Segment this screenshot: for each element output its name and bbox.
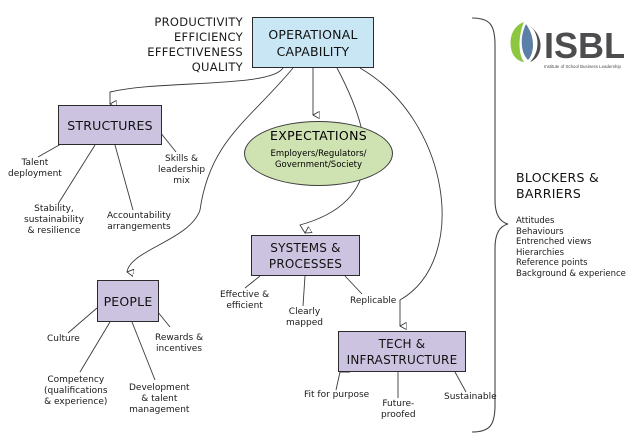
link-systems-effective — [244, 275, 261, 289]
blocker-item: Hierarchies — [516, 247, 565, 258]
stability-line2: sustainability — [24, 215, 84, 225]
expectations-line2: Government/Society — [274, 160, 363, 170]
competency-line2: (qualifications — [44, 386, 108, 396]
link-structures-stability — [57, 144, 96, 205]
driver-list: PRODUCTIVITY EFFICIENCY EFFECTIVENESS QU… — [147, 15, 243, 75]
item-clearly-mapped: Clearly mapped — [286, 307, 323, 329]
logo-tagline: Institute of School Business Leadership — [544, 64, 621, 69]
talent-line2: deployment — [8, 169, 62, 179]
people-label: PEOPLE — [103, 293, 153, 309]
effective-line1: Effective & — [220, 290, 270, 300]
fit-line1: Fit for purpose — [304, 390, 370, 400]
development-line1: Development — [129, 383, 190, 393]
driver-effectiveness: EFFECTIVENESS — [147, 45, 243, 59]
future-line2: proofed — [381, 410, 416, 420]
item-culture: Culture — [47, 334, 80, 345]
structures-label: STRUCTURES — [67, 117, 153, 133]
item-rewards: Rewards & incentives — [155, 333, 203, 355]
tech-line2: INFRASTRUCTURE — [346, 352, 458, 367]
replicable-line1: Replicable — [350, 296, 397, 306]
future-line1: Future- — [382, 399, 415, 409]
talent-line1: Talent — [21, 158, 49, 168]
operational-line2: CAPABILITY — [276, 43, 350, 59]
expectations-title: EXPECTATIONS — [270, 128, 367, 143]
systems-line1: SYSTEMS & — [270, 240, 341, 255]
blockers-list: Attitudes Behaviours Entrenched views Hi… — [516, 216, 626, 279]
blockers-title-line2: BARRIERS — [516, 186, 582, 201]
link-operational-people — [127, 67, 294, 272]
blocker-item: Attitudes — [516, 216, 555, 226]
item-skills-mix: Skills & leadership mix — [158, 154, 205, 187]
blocker-item: Background & experience — [516, 268, 626, 279]
development-line3: management — [129, 405, 190, 415]
driver-efficiency: EFFICIENCY — [173, 30, 243, 44]
link-tech-fit — [335, 371, 350, 391]
item-accountability: Accountability arrangements — [107, 211, 171, 233]
logo-emblem-dark — [530, 26, 541, 62]
isbl-logo: ISBL Institute of School Business Leader… — [510, 22, 624, 69]
blocker-item: Entrenched views — [516, 237, 592, 247]
effective-line2: efficient — [226, 301, 263, 311]
link-structures-accountability — [114, 144, 134, 211]
expectations-line1: Employers/Regulators/ — [270, 149, 367, 159]
rewards-line1: Rewards & — [155, 333, 204, 343]
mapped-line2: mapped — [286, 318, 323, 328]
item-fit-for-purpose: Fit for purpose — [304, 390, 369, 401]
link-systems-mapped — [302, 275, 306, 307]
structures-box: STRUCTURES — [58, 105, 162, 145]
development-line2: & talent — [141, 394, 178, 404]
link-people-development — [131, 321, 156, 381]
item-competency: Competency (qualifications & experience) — [44, 375, 108, 408]
mapped-line1: Clearly — [288, 307, 321, 317]
rewards-line2: incentives — [156, 344, 203, 354]
logo-emblem-blue — [521, 24, 533, 60]
competency-line3: & experience) — [44, 397, 108, 407]
blocker-item: Behaviours — [516, 226, 564, 237]
item-effective-efficient: Effective & efficient — [220, 290, 269, 312]
link-people-culture — [67, 307, 98, 334]
item-future-proofed: Future- proofed — [381, 399, 416, 421]
tech-infrastructure-box: TECH & INFRASTRUCTURE — [338, 331, 466, 372]
blockers-title: BLOCKERS & BARRIERS — [516, 170, 599, 202]
logo-wordmark: ISBL — [544, 25, 624, 66]
sustainable-line1: Sustainable — [444, 392, 497, 402]
link-people-competency — [79, 321, 111, 373]
operational-capability-box: OPERATIONAL CAPABILITY — [252, 17, 374, 68]
expectations-ellipse: EXPECTATIONS Employers/Regulators/ Gover… — [244, 121, 393, 186]
stability-line1: Stability, — [34, 204, 74, 214]
competency-line1: Competency — [47, 375, 105, 385]
people-box: PEOPLE — [97, 280, 159, 322]
driver-productivity: PRODUCTIVITY — [154, 15, 243, 29]
item-development: Development & talent management — [129, 383, 190, 416]
skills-line2: leadership — [158, 165, 206, 175]
link-systems-replicable — [344, 275, 363, 295]
blockers-brace — [471, 17, 509, 433]
culture-line1: Culture — [47, 334, 80, 344]
skills-line1: Skills & — [165, 154, 199, 164]
blocker-item: Reference points — [516, 258, 588, 268]
systems-processes-box: SYSTEMS & PROCESSES — [251, 235, 360, 276]
accountability-line1: Accountability — [107, 211, 171, 221]
tech-line1: TECH & — [378, 336, 426, 351]
stability-line3: & resilience — [27, 226, 81, 236]
item-talent-deployment: Talent deployment — [8, 158, 62, 180]
item-sustainable: Sustainable — [444, 392, 497, 403]
link-structures-skills — [159, 131, 177, 153]
skills-line3: mix — [173, 176, 190, 186]
logo-emblem-green — [510, 22, 524, 62]
systems-line2: PROCESSES — [268, 256, 343, 271]
driver-quality: QUALITY — [191, 60, 243, 74]
link-operational-tech — [359, 67, 443, 326]
link-tech-sustainable — [454, 371, 467, 393]
blockers-title-line1: BLOCKERS & — [516, 170, 600, 185]
operational-line1: OPERATIONAL — [268, 26, 358, 42]
link-operational-structures — [110, 67, 284, 104]
accountability-line2: arrangements — [107, 222, 171, 232]
item-stability: Stability, sustainability & resilience — [24, 204, 84, 237]
item-replicable: Replicable — [350, 296, 396, 307]
